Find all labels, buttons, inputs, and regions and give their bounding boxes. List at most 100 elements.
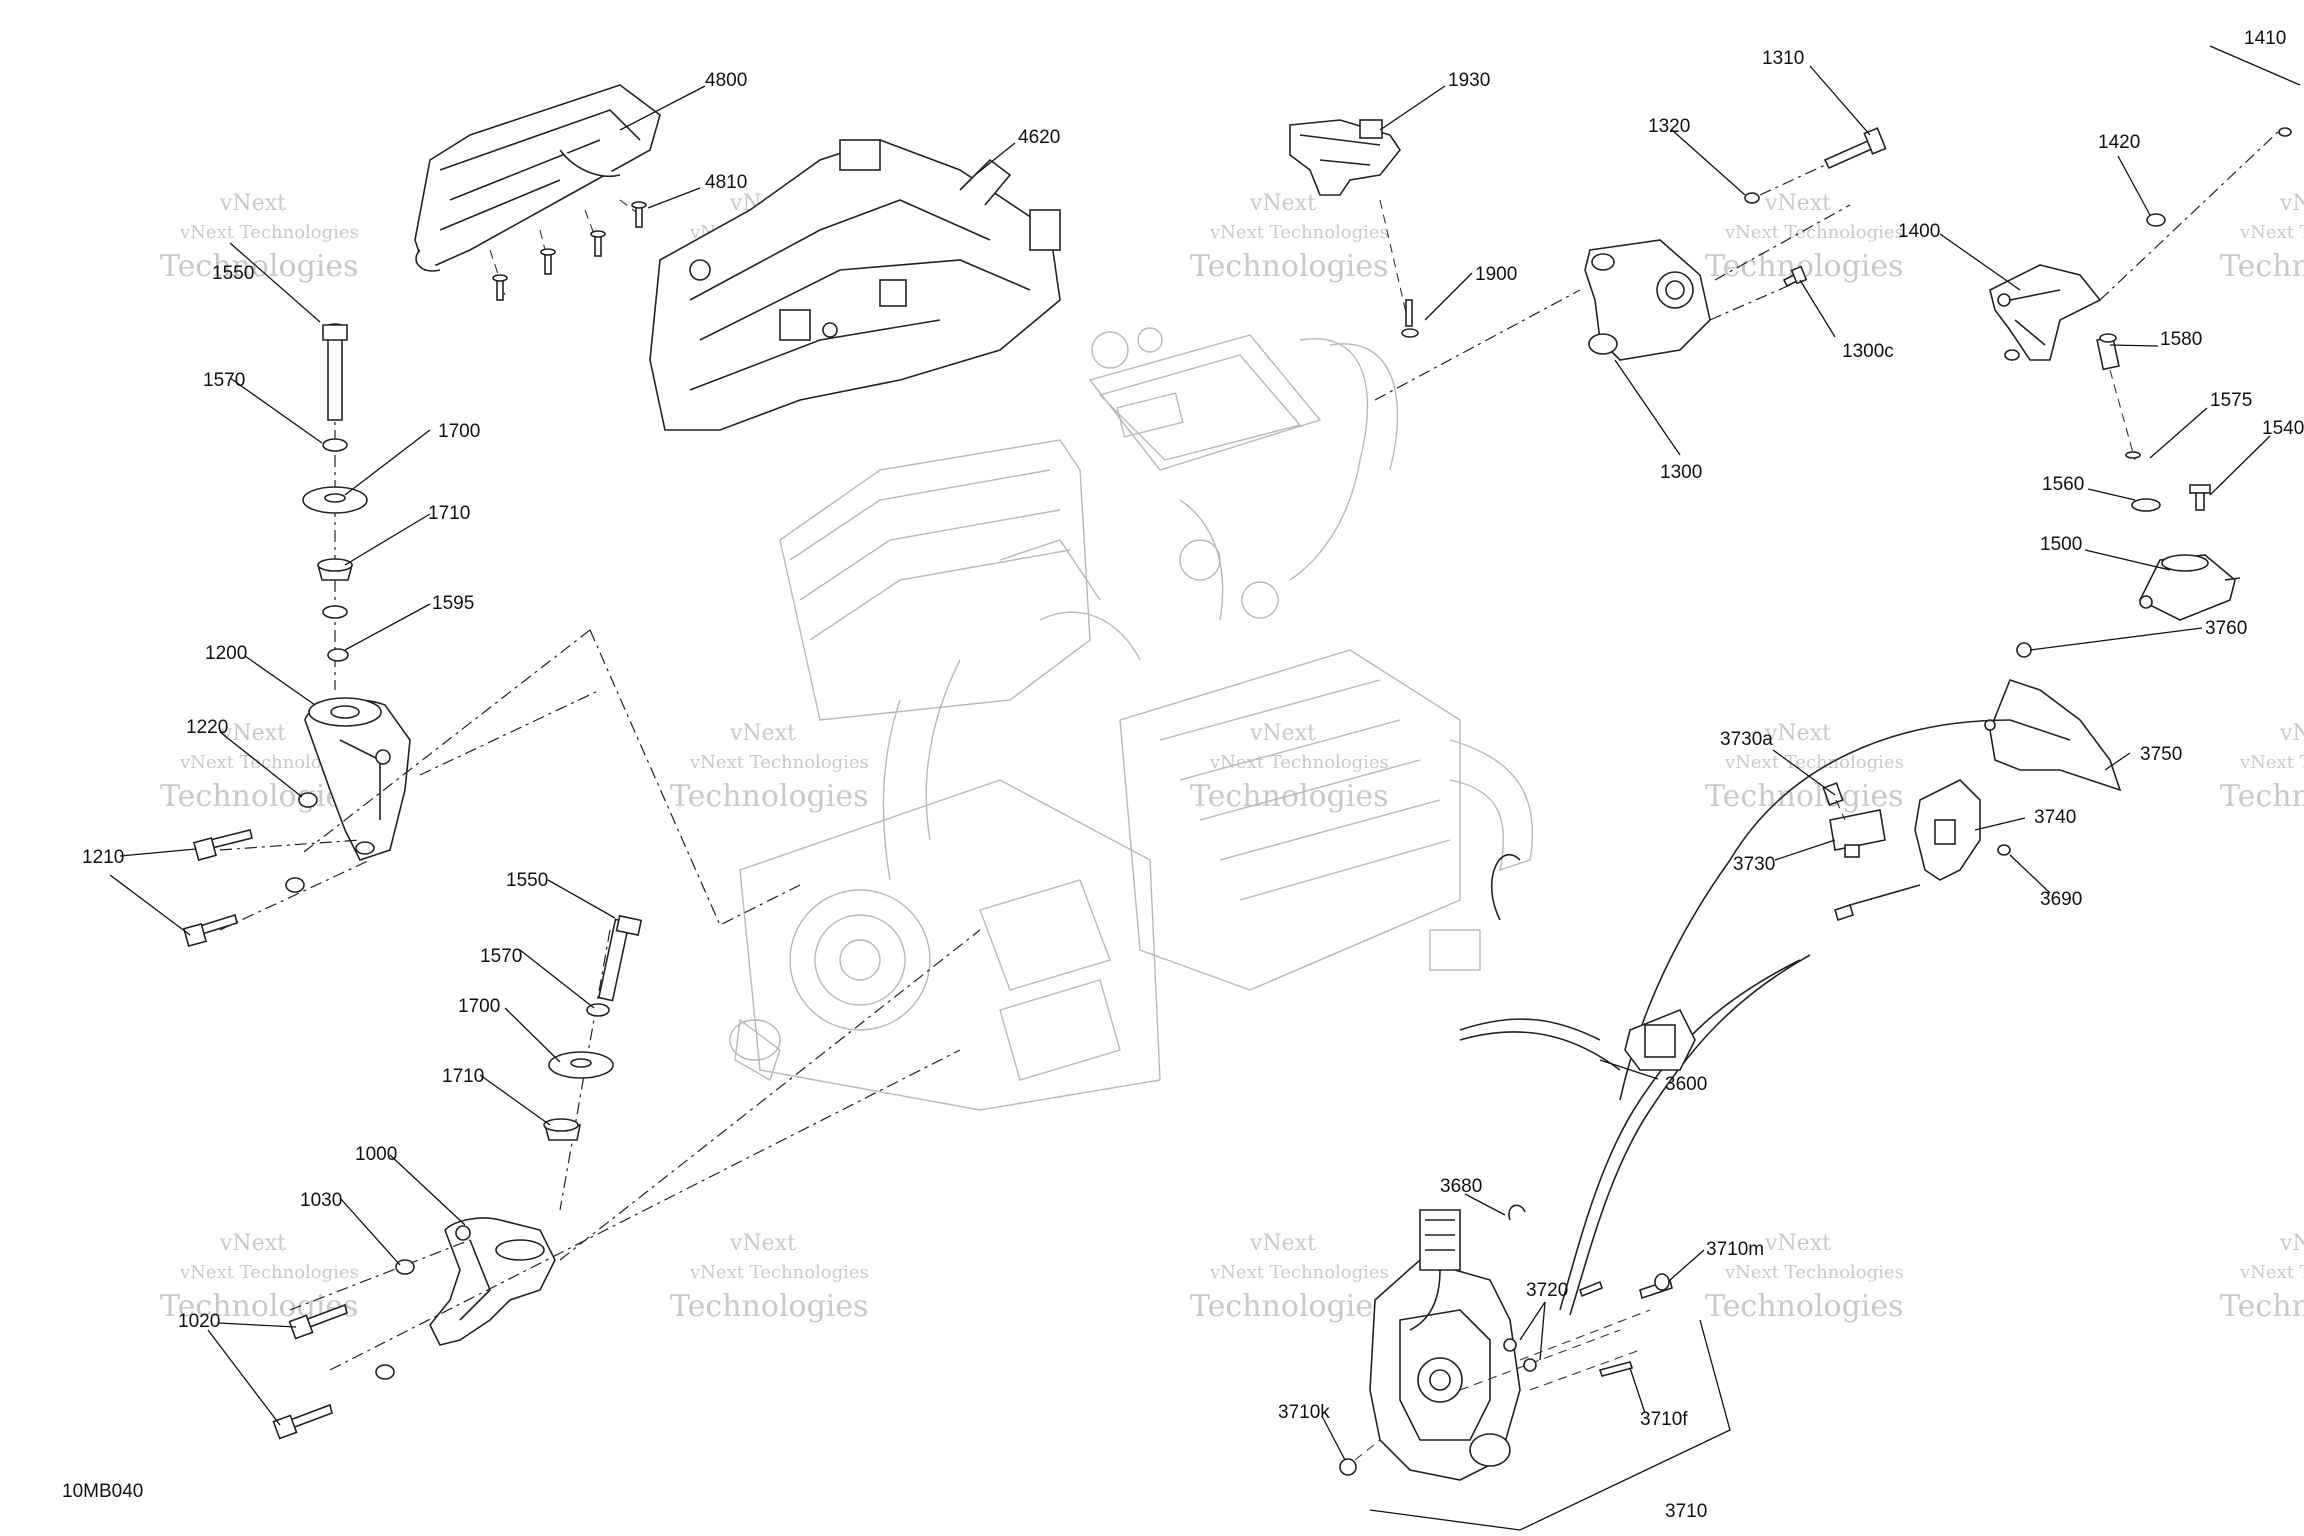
callout-1200: 1200	[205, 643, 247, 664]
bracket-3750	[1984, 642, 2122, 792]
callout-1550-lower: 1550	[506, 870, 548, 891]
callout-1320: 1320	[1648, 116, 1690, 137]
callout-1000: 1000	[355, 1144, 397, 1165]
callout-1410: 1410	[2244, 28, 2286, 49]
watermark: vNext vNext Technologies Technologies	[1705, 191, 1904, 284]
callout-1500: 1500	[2040, 534, 2082, 555]
svg-text:vNext Technologies: vNext Technologies	[179, 1262, 359, 1283]
svg-text:vNext Technologies: vNext Technologies	[1724, 222, 1904, 243]
watermark: vNext vNext Technologies Technologies	[1190, 721, 1389, 814]
svg-text:vNext: vNext	[1249, 1231, 1316, 1256]
callout-1210: 1210	[82, 847, 124, 868]
svg-text:Technologies: Technologies	[1705, 779, 1904, 814]
svg-text:vNext: vNext	[219, 721, 286, 746]
svg-text:vNext: vNext	[2279, 721, 2304, 746]
watermark: vNext vNext Technologies Technologies	[1705, 1231, 1904, 1324]
callout-3740: 3740	[2034, 807, 2076, 828]
callout-1550: 1550	[212, 263, 254, 284]
svg-text:Technologies: Technologies	[160, 249, 359, 284]
mount-bracket-1200	[219, 629, 801, 931]
engine-mount-1300	[1374, 204, 1851, 401]
callout-1570-lower: 1570	[480, 946, 522, 967]
callout-1310: 1310	[1762, 48, 1804, 69]
mount-stack-upper	[302, 323, 368, 690]
callout-3730: 3730	[1733, 854, 1775, 875]
svg-text:vNext Technologies: vNext Technologies	[2239, 222, 2304, 243]
watermark: vNext vNext Technologies Technologies	[1190, 1231, 1389, 1324]
callout-1300: 1300	[1660, 462, 1702, 483]
svg-text:vNext: vNext	[219, 191, 286, 216]
callout-1930: 1930	[1448, 70, 1490, 91]
svg-text:vNext: vNext	[729, 1231, 796, 1256]
svg-text:vNext Technologies: vNext Technologies	[2239, 1262, 2304, 1283]
diagram-code: 10MB040	[62, 1481, 143, 1502]
screw-1300c	[1782, 265, 1808, 288]
callout-1030: 1030	[300, 1190, 342, 1211]
mount-stack-lower	[543, 914, 643, 1211]
svg-text:Technologies: Technologies	[1705, 1289, 1904, 1324]
callout-1420: 1420	[2098, 132, 2140, 153]
callout-1595: 1595	[432, 593, 474, 614]
callout-3720: 3720	[1526, 1280, 1568, 1301]
callout-1710: 1710	[428, 503, 470, 524]
connector-bracket-1930	[1289, 119, 1419, 338]
callout-1700-lower: 1700	[458, 996, 500, 1017]
callout-4810: 4810	[705, 172, 747, 193]
svg-text:vNext Technologies: vNext Technologies	[1209, 222, 1389, 243]
callout-1710-lower: 1710	[442, 1066, 484, 1087]
mount-bracket-1000	[289, 929, 981, 1371]
svg-text:vNext Technologies: vNext Technologies	[179, 222, 359, 243]
bolts-1210	[182, 792, 318, 948]
svg-text:vNext Technologies: vNext Technologies	[1209, 752, 1389, 773]
svg-text:Technologies: Technologies	[1190, 249, 1389, 284]
svg-text:vNext: vNext	[2279, 1231, 2304, 1256]
watermarks: vNext vNext Technologies Technologies vN…	[160, 191, 2304, 1324]
svg-text:vNext: vNext	[1764, 721, 1831, 746]
svg-text:Technologies: Technologies	[670, 779, 869, 814]
bolts-1020-1030	[272, 1259, 415, 1440]
svg-text:Technologies: Technologies	[1190, 779, 1389, 814]
svg-text:vNext Technologies: vNext Technologies	[689, 752, 869, 773]
callout-1560: 1560	[2042, 474, 2084, 495]
svg-text:vNext: vNext	[219, 1231, 286, 1256]
callout-1020: 1020	[178, 1311, 220, 1332]
callout-3710: 3710	[1665, 1501, 1707, 1522]
actuator-3710	[1339, 1204, 1673, 1481]
callout-3600: 3600	[1665, 1074, 1707, 1095]
svg-text:vNext: vNext	[1249, 721, 1316, 746]
bracket-1400	[1989, 127, 2292, 361]
engine-assembly	[729, 327, 1534, 1111]
callout-3680: 3680	[1440, 1176, 1482, 1197]
watermark: vNext vNext Technologies Technologies	[1705, 721, 1904, 814]
callout-4620: 4620	[1018, 127, 1060, 148]
svg-text:vNext Technologies: vNext Technologies	[179, 752, 359, 773]
svg-text:vNext: vNext	[1764, 191, 1831, 216]
svg-text:vNext Technologies: vNext Technologies	[2239, 752, 2304, 773]
callout-1900: 1900	[1475, 264, 1517, 285]
callout-3730a: 3730a	[1720, 729, 1773, 750]
wiring-bracket-4620	[649, 139, 1061, 431]
mount-1500	[2138, 554, 2241, 621]
callout-3710k: 3710k	[1278, 1402, 1330, 1423]
callout-1575: 1575	[2210, 390, 2252, 411]
watermark: vNext vNext Technologies Technologies	[2220, 1231, 2304, 1324]
callout-1300c: 1300c	[1842, 341, 1894, 362]
svg-text:Technologies: Technologies	[2220, 779, 2304, 814]
svg-text:vNext: vNext	[1249, 191, 1316, 216]
sensor-3740	[1914, 779, 2011, 881]
callout-1220: 1220	[186, 717, 228, 738]
callout-3690: 3690	[2040, 889, 2082, 910]
callout-3710f: 3710f	[1640, 1409, 1688, 1430]
watermark: vNext vNext Technologies Technologies	[160, 191, 359, 284]
svg-text:Technologies: Technologies	[1190, 1289, 1389, 1324]
svg-text:Technologies: Technologies	[2220, 249, 2304, 284]
svg-text:Technologies: Technologies	[160, 779, 359, 814]
callout-3760: 3760	[2205, 618, 2247, 639]
callout-1570: 1570	[203, 370, 245, 391]
leader-lines	[109, 45, 2301, 1531]
screws-4810	[489, 199, 647, 301]
spacer-1580	[2096, 333, 2211, 512]
svg-text:vNext Technologies: vNext Technologies	[689, 1262, 869, 1283]
